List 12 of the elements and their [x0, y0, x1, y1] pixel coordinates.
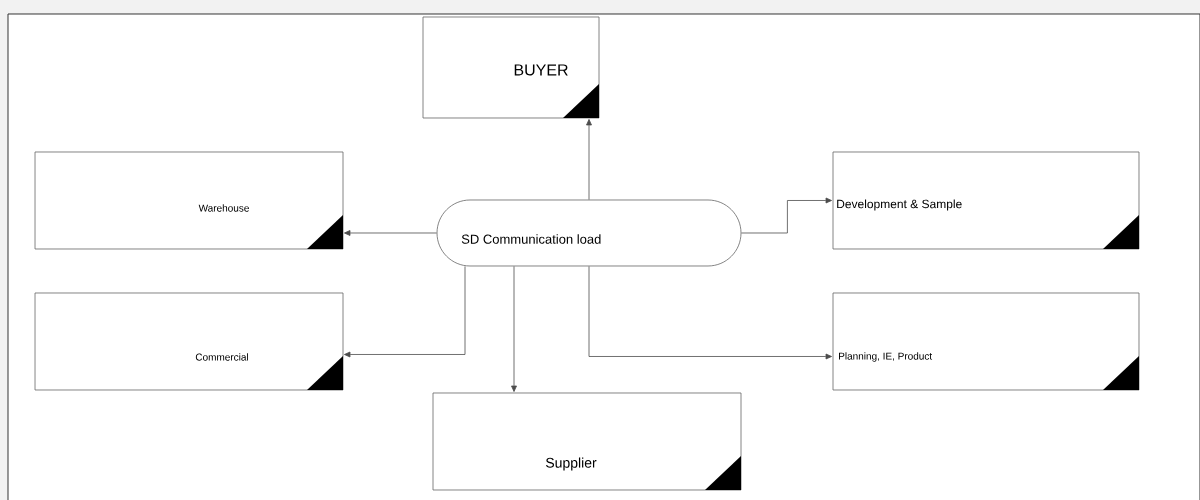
process-box: Development & Sample [832, 151, 1140, 250]
process-box: BUYER [422, 16, 600, 119]
arrow [586, 119, 592, 200]
process-box: Warehouse [34, 151, 344, 250]
arrow [511, 266, 517, 392]
arrow [344, 266, 466, 358]
arrow [588, 266, 832, 360]
process-box: Commercial [34, 292, 344, 391]
arrow [741, 197, 832, 234]
process-box: Planning, IE, Product [832, 292, 1140, 391]
arrow [344, 230, 437, 236]
process-box: Supplier [432, 392, 742, 491]
